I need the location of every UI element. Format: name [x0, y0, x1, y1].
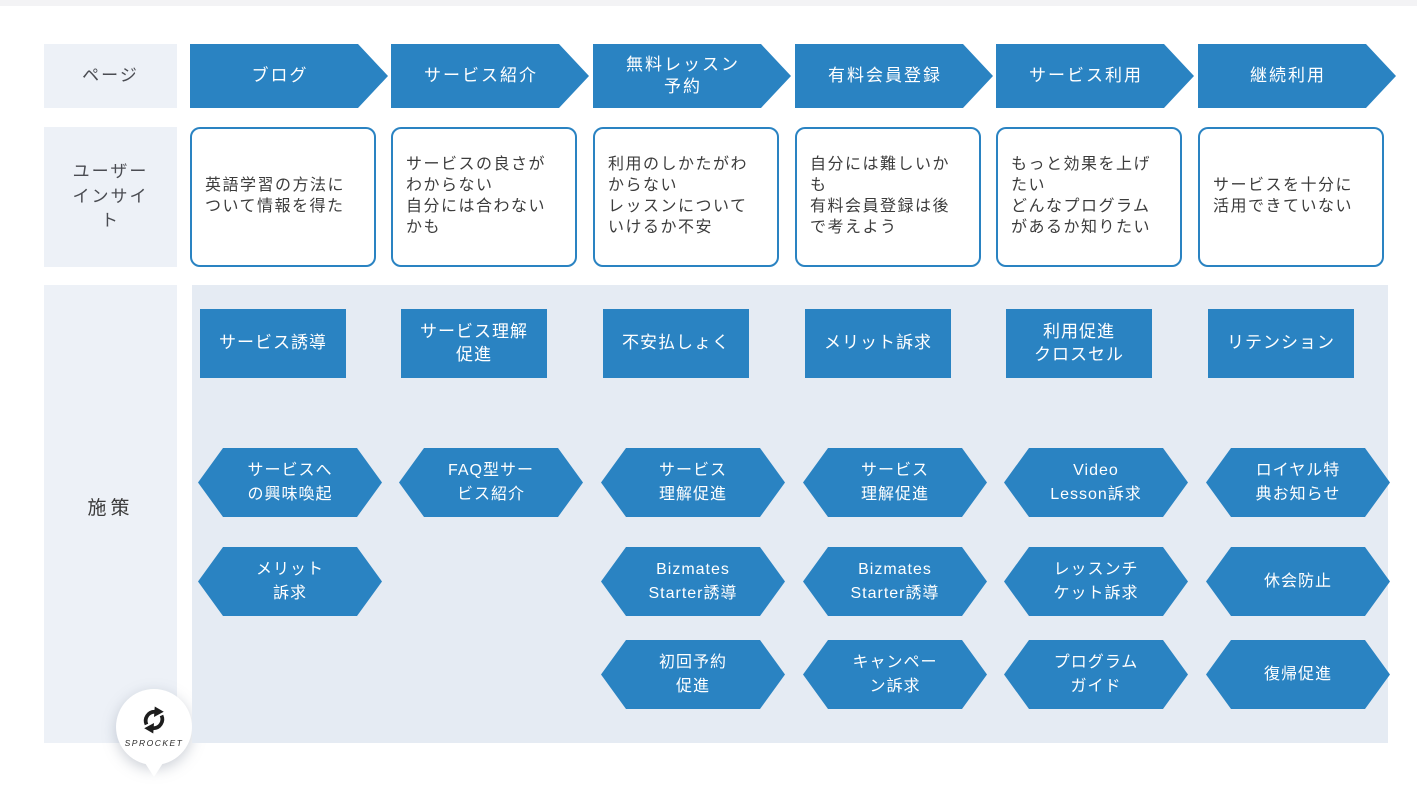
rotation-arrows-icon	[143, 706, 165, 734]
tactic-hexagon: サービス 理解促進	[803, 448, 987, 517]
row-label-page: ページ	[44, 44, 177, 108]
insight-card: サービスを十分に 活用できていない	[1198, 127, 1384, 267]
measure-header: 不安払しょく	[603, 309, 749, 378]
tactic-hexagon: キャンペー ン訴求	[803, 640, 987, 709]
insight-card: 利用のしかたがわ からない レッスンについて いけるか不安	[593, 127, 779, 267]
stage-arrow: 継続利用	[1198, 44, 1396, 108]
stage-arrow: サービス利用	[996, 44, 1194, 108]
tactic-hexagon: Bizmates Starter誘導	[803, 547, 987, 616]
measure-header: サービス誘導	[200, 309, 346, 378]
tactic-hexagon: ロイヤル特 典お知らせ	[1206, 448, 1390, 517]
sprocket-logo-balloon: SPROCKET	[116, 689, 192, 765]
insight-card: 英語学習の方法に ついて情報を得た	[190, 127, 376, 267]
stage-arrow: 有料会員登録	[795, 44, 993, 108]
insight-card: もっと効果を上げ たい どんなプログラム があるか知りたい	[996, 127, 1182, 267]
row-label-measures: SPROCKET 施策	[44, 285, 192, 765]
tactic-hexagon: メリット 訴求	[198, 547, 382, 616]
tactic-hexagon: サービス 理解促進	[601, 448, 785, 517]
row-label-measures-text: 施策	[87, 498, 134, 519]
tactic-hexagon: 復帰促進	[1206, 640, 1390, 709]
tactic-hexagon: プログラム ガイド	[1004, 640, 1188, 709]
tactic-hexagon: レッスンチ ケット訴求	[1004, 547, 1188, 616]
row-label-insight-text: ユーザー インサイ ト	[72, 162, 149, 231]
measure-header: リテンション	[1208, 309, 1354, 378]
measures-panel	[192, 285, 1388, 743]
insight-card: 自分には難しいか も 有料会員登録は後 で考えよう	[795, 127, 981, 267]
tactic-hexagon: サービスへ の興味喚起	[198, 448, 382, 517]
insight-card: サービスの良さが わからない 自分には合わない かも	[391, 127, 577, 267]
tactic-hexagon: FAQ型サー ビス紹介	[399, 448, 583, 517]
row-label-page-text: ページ	[82, 65, 139, 85]
sprocket-logo-text: SPROCKET	[124, 737, 184, 748]
tactic-hexagon: Video Lesson訴求	[1004, 448, 1188, 517]
stage-arrow: サービス紹介	[391, 44, 589, 108]
measure-header: メリット訴求	[805, 309, 951, 378]
stage-arrow: 無料レッスン 予約	[593, 44, 791, 108]
top-strip	[0, 0, 1417, 6]
tactic-hexagon: 休会防止	[1206, 547, 1390, 616]
stage-arrow: ブログ	[190, 44, 388, 108]
measure-header: 利用促進 クロスセル	[1006, 309, 1152, 378]
tactic-hexagon: Bizmates Starter誘導	[601, 547, 785, 616]
measure-header: サービス理解 促進	[401, 309, 547, 378]
tactic-hexagon: 初回予約 促進	[601, 640, 785, 709]
row-label-insight: ユーザー インサイ ト	[44, 127, 177, 267]
